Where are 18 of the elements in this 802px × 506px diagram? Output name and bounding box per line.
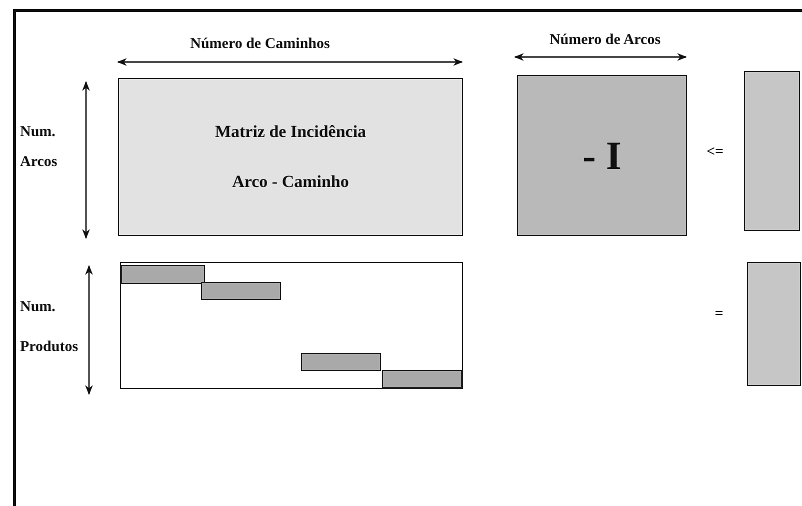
shaded-bar: [121, 265, 205, 284]
shaded-bar: [382, 370, 462, 388]
dimension-label: Número de Caminhos: [189, 35, 331, 54]
shaded-bar: [201, 282, 281, 300]
equals-sign: =: [714, 305, 724, 324]
dimension-label: Número de Arcos: [548, 31, 662, 50]
dimension-label: Num. Produtos: [20, 298, 80, 357]
shaded-bar: [747, 262, 801, 386]
inequality-sign: <=: [705, 143, 725, 162]
shaded-bar: [744, 71, 800, 231]
matrix-box: [120, 262, 463, 389]
matrix-block: [118, 78, 463, 236]
shaded-bar: [301, 353, 381, 371]
matrix-text: - I: [582, 132, 622, 179]
matrix-text: Matriz de Incidência: [214, 122, 366, 142]
matrix-text: Arco - Caminho: [232, 172, 349, 192]
matrix-block: [517, 75, 687, 236]
dimension-label: Num. Arcos: [20, 123, 58, 172]
